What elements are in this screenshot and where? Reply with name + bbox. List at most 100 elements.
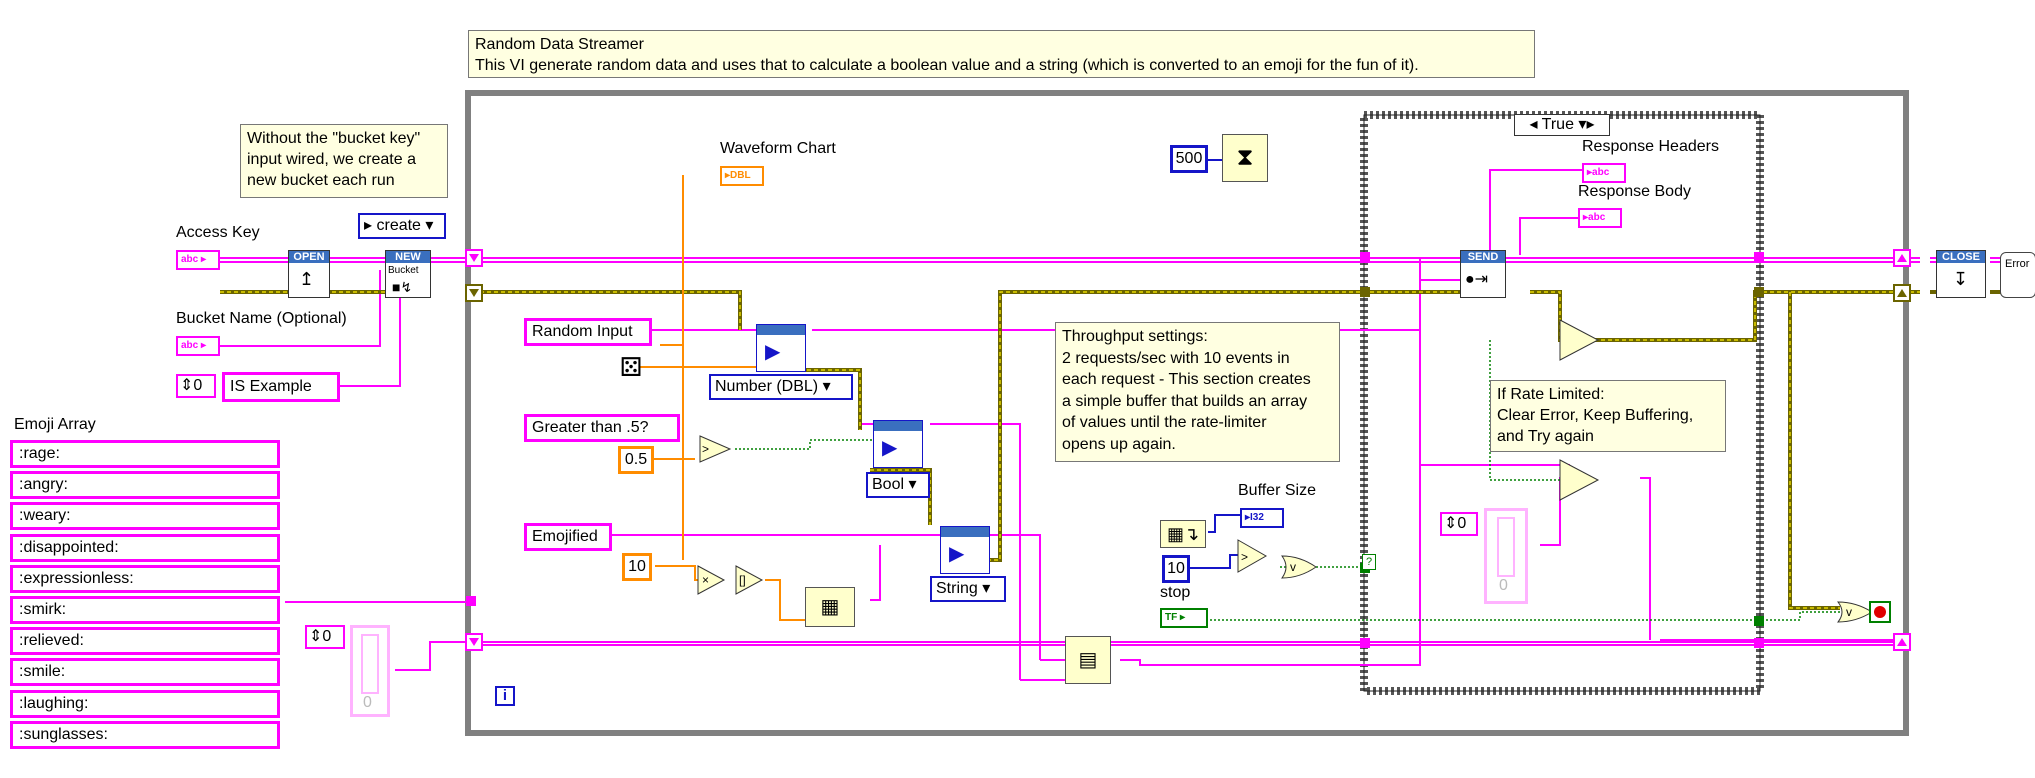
emoji-array-item[interactable]: :smile: <box>10 658 280 687</box>
array-element-placeholder <box>361 634 379 694</box>
case-selector[interactable]: ◂ True ▾▸ <box>1514 114 1610 136</box>
bucket-name-string-constant[interactable]: IS Example <box>222 372 340 402</box>
play-icon: ▶ <box>765 341 781 363</box>
ten-events-constant[interactable]: 10 <box>622 553 652 581</box>
emoji-array-item[interactable]: :angry: <box>10 471 280 500</box>
terminal-type: abc <box>1588 212 1606 223</box>
bool-event-node[interactable]: ▶ <box>873 420 923 468</box>
terminal-type: abc <box>1592 167 1610 178</box>
rate-index-control[interactable]: ⇕0 <box>1440 512 1478 536</box>
emoji-array-item[interactable]: :expressionless: <box>10 564 280 593</box>
emoji-array-item[interactable]: :relieved: <box>10 627 280 656</box>
waveform-chart-terminal[interactable]: ▸DBL <box>720 166 764 186</box>
svg-text:×: × <box>702 573 709 587</box>
enum-value: create <box>376 217 421 234</box>
bucket-comment-line: new bucket each run <box>247 172 395 189</box>
or-node <box>1281 555 1317 579</box>
build-array-icon[interactable]: ▤ <box>1065 636 1111 684</box>
stop-button-icon <box>1869 601 1891 623</box>
empty-array-constant: 0 <box>350 625 390 717</box>
title-line-1: Random Data Streamer <box>475 36 644 53</box>
bucket-name-terminal[interactable]: abc ▸ <box>176 336 220 356</box>
rate-line: If Rate Limited: <box>1497 386 1605 403</box>
subvi-title: NEW <box>386 251 430 263</box>
bucket-comment-line: input wired, we create a <box>247 151 416 168</box>
subvi-title: SEND <box>1461 251 1505 263</box>
select-node-bottom <box>1559 459 1600 501</box>
response-headers-terminal[interactable]: ▸abc <box>1582 163 1626 183</box>
number-event-node[interactable]: ▶ <box>756 324 806 372</box>
bool-type-ring[interactable]: Bool ▾ <box>866 472 930 498</box>
emoji-array-label: Emoji Array <box>14 416 96 433</box>
waveform-chart-label: Waveform Chart <box>720 140 836 157</box>
emoji-array-item[interactable]: :disappointed: <box>10 533 280 562</box>
shift-registers <box>465 249 1911 651</box>
bucket-name-label: Bucket Name (Optional) <box>176 310 347 327</box>
node-header <box>757 325 805 335</box>
random-input-constant[interactable]: Random Input <box>524 318 652 346</box>
throughput-line: a simple buffer that builds an array <box>1062 392 1308 410</box>
ring-value: Number (DBL) <box>715 378 819 395</box>
open-subvi[interactable]: OPEN ↥ <box>288 250 330 298</box>
number-type-ring[interactable]: Number (DBL) ▾ <box>709 374 853 400</box>
send-subvi[interactable]: SEND ●⇥ <box>1460 250 1506 298</box>
array-size-icon[interactable]: ▦↴ <box>1160 520 1206 548</box>
loop-condition-icon: ? <box>1362 554 1376 570</box>
emoji-array-item[interactable]: :rage: <box>10 440 280 468</box>
emoji-array-item[interactable]: :smirk: <box>10 596 280 624</box>
close-subvi[interactable]: CLOSE ↧ <box>1936 250 1986 298</box>
array-element-placeholder <box>1497 517 1515 577</box>
string-type-ring[interactable]: String ▾ <box>930 576 1006 602</box>
emoji-array-item[interactable]: :laughing: <box>10 689 280 718</box>
emoji-array-item[interactable]: :sunglasses: <box>10 720 280 749</box>
throughput-line: Throughput settings: <box>1062 328 1208 345</box>
error-out-indicator[interactable]: Error <box>2000 252 2035 298</box>
half-constant[interactable]: 0.5 <box>618 446 654 474</box>
metronome-icon[interactable]: ⧗ <box>1222 134 1268 182</box>
greater-than-constant[interactable]: Greater than .5? <box>524 414 680 442</box>
new-bucket-subvi[interactable]: NEW Bucket ■↯ <box>385 250 431 298</box>
emoji-index-control[interactable]: ⇕0 <box>305 625 345 649</box>
buffer-limit-constant[interactable]: 10 <box>1162 555 1190 583</box>
terminal-type: DBL <box>730 170 751 181</box>
round-node <box>735 565 764 595</box>
throughput-line: each request - This section creates <box>1062 371 1311 388</box>
open-arrow-icon: ↥ <box>299 269 315 289</box>
dice-icon[interactable]: ⚄ <box>619 352 643 382</box>
index-bucket-control[interactable]: ⇕0 <box>176 374 216 398</box>
emoji-array-item[interactable]: :weary: <box>10 502 280 531</box>
title-line-2: This VI generate random data and uses th… <box>475 57 1419 74</box>
create-enum-constant[interactable]: ▸ create ▾ <box>358 213 446 239</box>
throughput-line: 2 requests/sec with 10 events in <box>1062 349 1290 367</box>
throughput-line: opens up again. <box>1062 435 1176 453</box>
greater-than-compare <box>699 435 732 463</box>
string-event-node[interactable]: ▶ <box>940 526 990 574</box>
array-ghost-index: 0 <box>1499 577 1508 594</box>
bucket-comment-line: Without the "bucket key" <box>247 130 421 147</box>
subvi-title: OPEN <box>289 251 329 263</box>
array-ghost-index: 0 <box>363 694 372 711</box>
play-icon: ▶ <box>882 437 898 459</box>
terminal-type: abc <box>181 254 199 265</box>
subvi-title: CLOSE <box>1937 251 1985 263</box>
index-value: 0 <box>1457 515 1467 532</box>
wait-ms-constant[interactable]: 500 <box>1170 145 1208 173</box>
buffer-size-terminal[interactable]: ▸I32 <box>1240 508 1284 528</box>
access-key-label: Access Key <box>176 224 260 241</box>
bucket-icon: ■↯ <box>392 279 413 295</box>
throughput-line: of values until the rate-limiter <box>1062 414 1267 431</box>
multiply-node <box>697 565 726 595</box>
index-array-icon[interactable]: ▦ <box>805 587 855 627</box>
terminal-type: abc <box>181 340 199 351</box>
rate-line: Clear Error, Keep Buffering, <box>1497 407 1694 424</box>
terminal-type: I32 <box>1250 512 1264 523</box>
rate-line: and Try again <box>1497 428 1594 445</box>
emojified-constant[interactable]: Emojified <box>524 523 612 551</box>
iteration-terminal: i <box>495 686 515 706</box>
access-key-terminal[interactable]: abc ▸ <box>176 250 220 270</box>
response-body-terminal[interactable]: ▸abc <box>1578 208 1622 228</box>
select-node-top <box>1559 319 1600 361</box>
stop-label: stop <box>1160 584 1191 601</box>
index-value: 0 <box>193 377 203 394</box>
stop-terminal[interactable]: TF ▸ <box>1160 608 1208 628</box>
